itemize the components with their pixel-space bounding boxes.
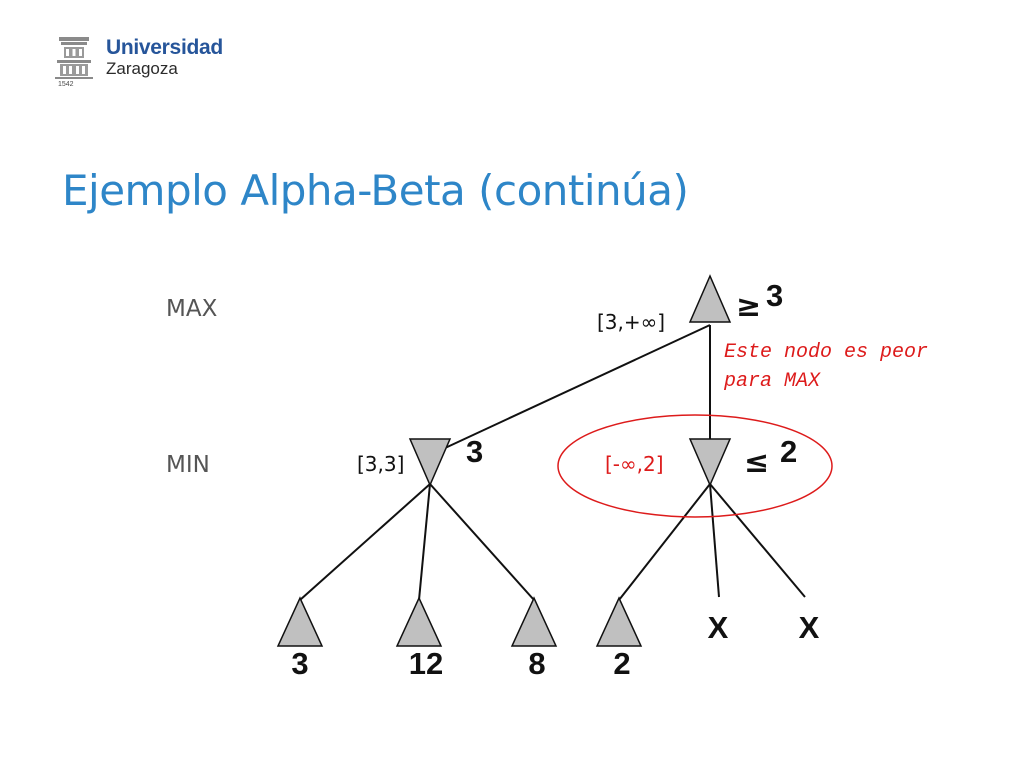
leaf-node-1 xyxy=(276,596,324,647)
min-node-right xyxy=(688,438,732,487)
slide-title: Ejemplo Alpha-Beta (continúa) xyxy=(62,166,689,215)
min-right-interval: [-∞,2] xyxy=(605,452,664,476)
leaf-value-4: 2 xyxy=(613,646,630,681)
max-node-root xyxy=(688,274,732,323)
root-bound-symbol: ≥ xyxy=(736,289,761,324)
highlight-ellipse xyxy=(557,414,833,518)
pruned-marker-1: X xyxy=(708,610,729,645)
min-node-left xyxy=(408,438,452,487)
leaf-value-1: 3 xyxy=(291,646,308,681)
level-label-min: MIN xyxy=(166,452,210,478)
leaf-value-2: 12 xyxy=(409,646,443,681)
university-seal-icon xyxy=(55,37,93,79)
min-left-value: 3 xyxy=(466,434,483,469)
edge-min-left-to-leaf-2 xyxy=(418,483,431,601)
logo-name: Universidad xyxy=(106,36,223,59)
edge-min-right-to-pruned-1 xyxy=(709,483,720,598)
edge-min-left-to-leaf-1 xyxy=(299,483,431,601)
pruned-marker-2: X xyxy=(799,610,820,645)
logo-year: 1542 xyxy=(58,81,74,88)
edge-min-right-to-leaf-4 xyxy=(618,483,711,601)
min-right-value: 2 xyxy=(780,434,797,469)
leaf-node-4 xyxy=(595,596,643,647)
annotation-line-1: Este nodo es peor xyxy=(724,341,928,364)
annotation-line-2: para MAX xyxy=(723,370,821,393)
logo-city: Zaragoza xyxy=(106,59,178,78)
edge-min-left-to-leaf-3 xyxy=(429,483,535,601)
root-value: 3 xyxy=(766,278,783,313)
min-left-interval: [3,3] xyxy=(357,452,404,476)
leaf-node-2 xyxy=(395,596,443,647)
university-logo: 1542 Universidad Zaragoza xyxy=(52,34,252,94)
min-right-bound-symbol: ≤ xyxy=(744,445,769,480)
root-interval: [3,+∞] xyxy=(597,310,665,334)
edge-min-right-to-pruned-2 xyxy=(709,483,806,598)
edge-root-to-min-left xyxy=(429,324,711,456)
level-label-max: MAX xyxy=(166,296,218,322)
leaf-node-3 xyxy=(510,596,558,647)
leaf-value-3: 8 xyxy=(528,646,545,681)
